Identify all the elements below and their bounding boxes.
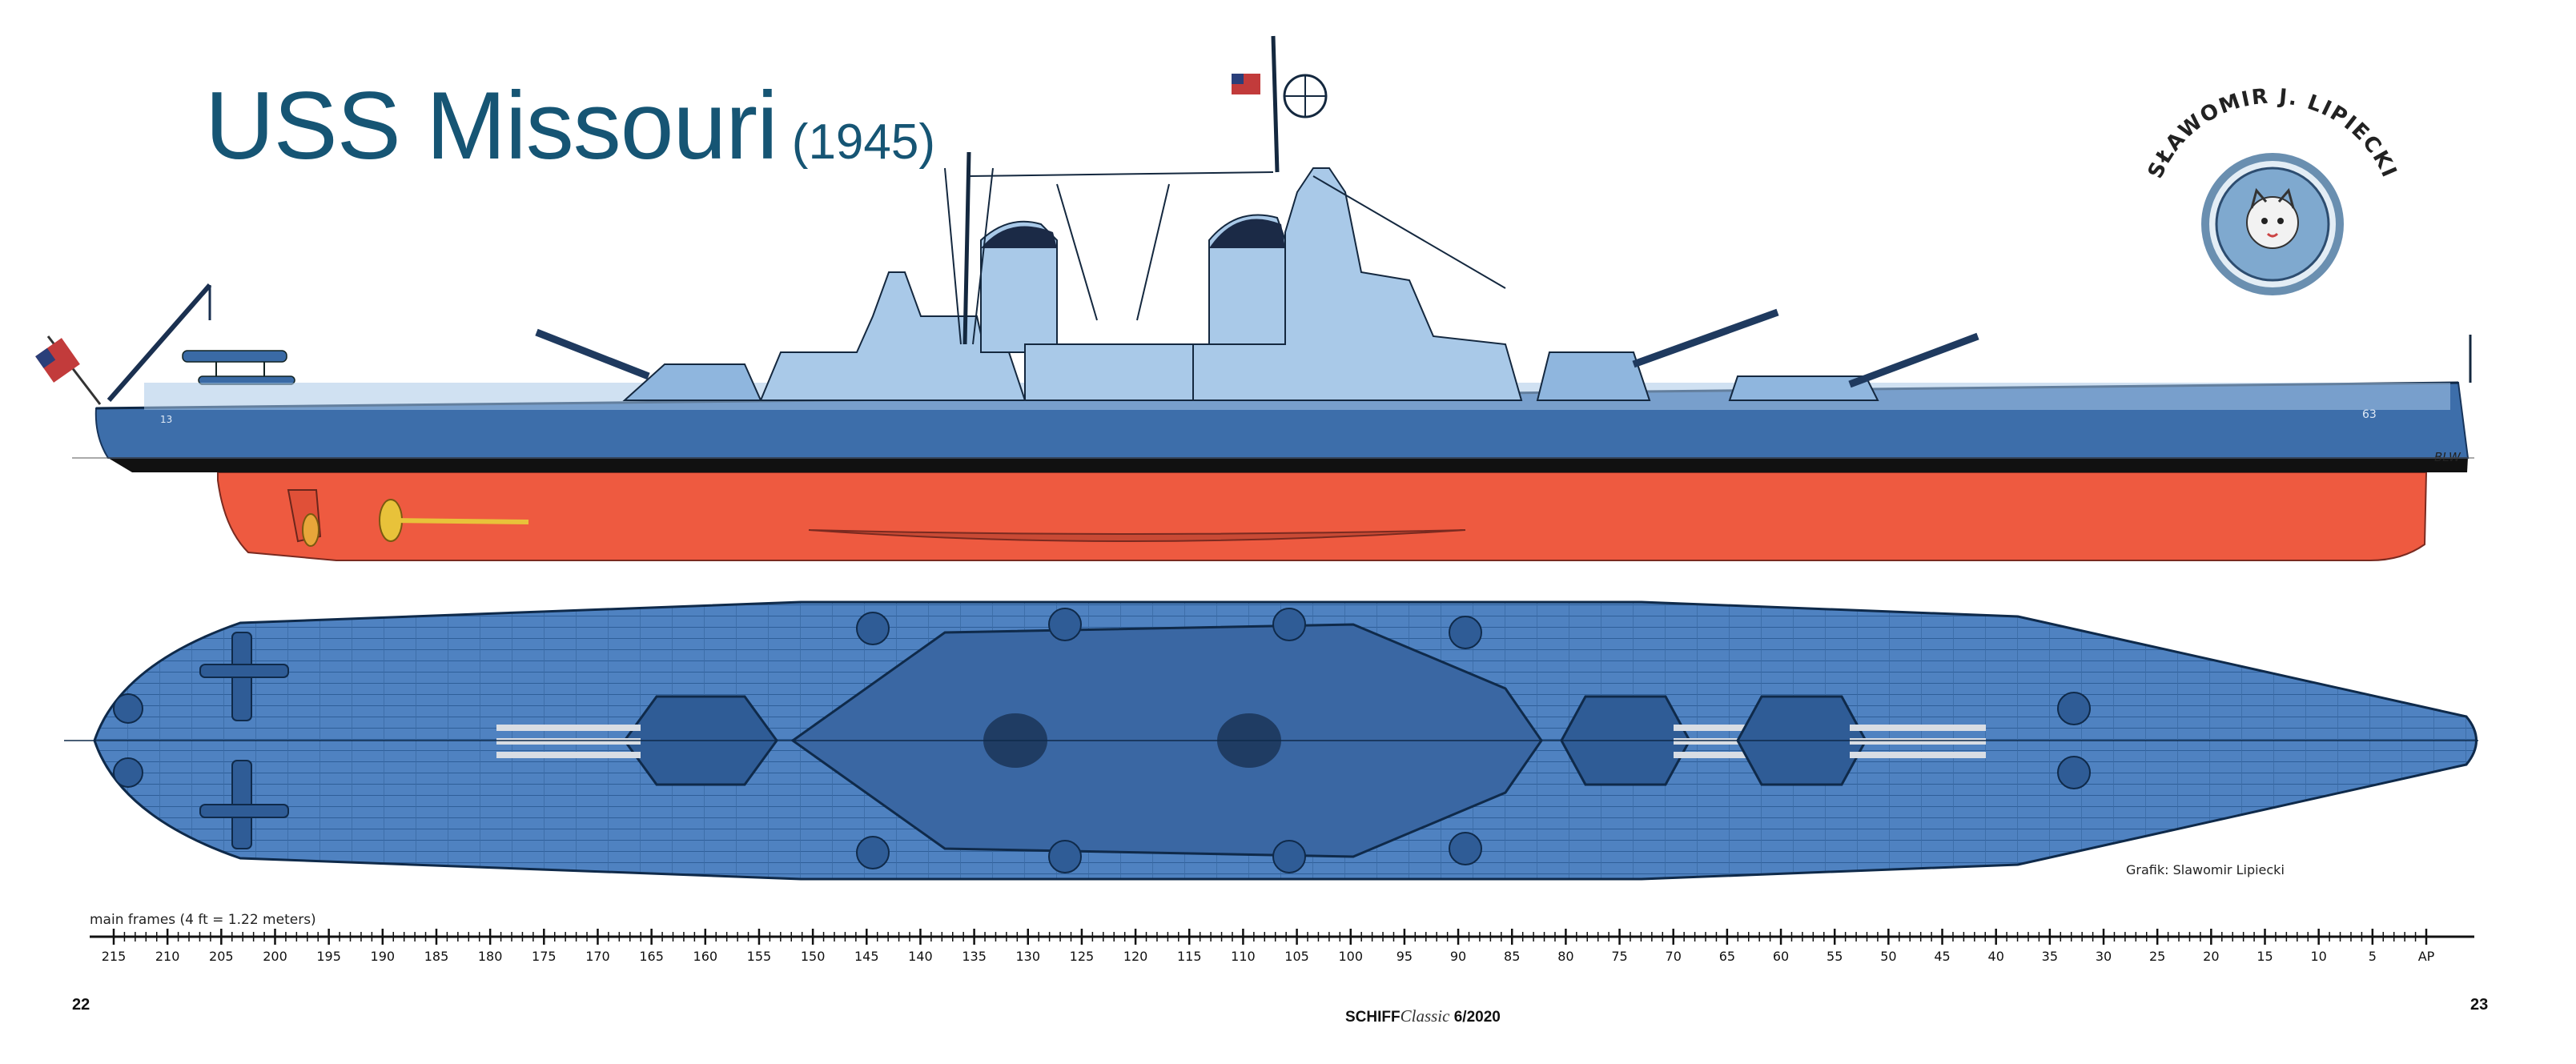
scale-tick-label: 45 <box>1934 949 1950 964</box>
scale-tick-label: 95 <box>1397 949 1413 964</box>
scale-tick-label: 125 <box>1070 949 1095 964</box>
magazine-footer: SCHIFFClassic 6/2020 <box>1345 1006 1501 1026</box>
scale-tick-label: 155 <box>747 949 772 964</box>
scale-tick-label: AP <box>2418 949 2435 964</box>
scale-tick-label: 35 <box>2042 949 2058 964</box>
scale-tick-label: 140 <box>908 949 933 964</box>
scale-tick-label: 5 <box>2369 949 2377 964</box>
page-number-left: 22 <box>72 996 90 1014</box>
scale-tick-label: 20 <box>2203 949 2219 964</box>
scale-tick-label: 130 <box>1015 949 1040 964</box>
scale-tick-label: 55 <box>1827 949 1843 964</box>
graphic-credit: Grafik: Slawomir Lipiecki <box>2126 862 2285 877</box>
scale-tick-label: 80 <box>1557 949 1573 964</box>
turret-aft <box>535 328 762 401</box>
scale-tick-label: 160 <box>693 949 718 964</box>
scale-tick-label: 40 <box>1988 949 2004 964</box>
scale-tick-label: 185 <box>424 949 449 964</box>
plan-seaplanes <box>199 632 289 849</box>
scale-label: main frames (4 ft = 1.22 meters) <box>90 912 316 928</box>
signature-logo: SŁAWOMIR J. LIPIECKI <box>2144 85 2400 295</box>
scale-tick-label: 200 <box>263 949 287 964</box>
scale-tick-label: 195 <box>316 949 341 964</box>
scale-tick-label: 90 <box>1450 949 1466 964</box>
funnel-forward <box>1208 214 1286 353</box>
hull-number: 63 <box>2362 408 2377 421</box>
scale-tick-label: 180 <box>478 949 503 964</box>
scale-tick-label: 170 <box>585 949 610 964</box>
turret-forward-1 <box>1728 332 1979 401</box>
stern-mark: 13 <box>160 414 172 425</box>
scale-tick-label: 210 <box>155 949 180 964</box>
magazine-italic: Classic <box>1400 1006 1450 1026</box>
boot-top <box>108 458 2468 472</box>
scale-tick-label: 115 <box>1177 949 1202 964</box>
scale-tick-label: 205 <box>209 949 234 964</box>
scale-tick-label: 110 <box>1231 949 1256 964</box>
scale-tick-label: 60 <box>1773 949 1789 964</box>
aft-superstructure <box>759 271 1027 401</box>
scale-tick-label: 190 <box>371 949 396 964</box>
magazine-prefix: SCHIFF <box>1345 1009 1401 1026</box>
hull-lower <box>217 472 2428 561</box>
side-profile: 63 13 BLW <box>35 35 2474 561</box>
scale-tick-label: 50 <box>1880 949 1896 964</box>
scale-tick-label: 100 <box>1338 949 1363 964</box>
scale-tick-label: 215 <box>102 949 127 964</box>
seaplane <box>182 350 295 385</box>
scale-tick-label: 70 <box>1666 949 1682 964</box>
scale-tick-label: 120 <box>1123 949 1148 964</box>
scale-tick-label: 10 <box>2310 949 2326 964</box>
waterline-label: BLW <box>2434 450 2461 464</box>
scale-tick-label: 145 <box>854 949 879 964</box>
scale-tick-label: 15 <box>2257 949 2273 964</box>
scale-tick-label: 75 <box>1611 949 1627 964</box>
ship-name: USS Missouri <box>205 72 778 179</box>
scale-tick-label: 150 <box>801 949 826 964</box>
mast-flag-icon <box>1232 74 1260 94</box>
scale-tick-label: 25 <box>2149 949 2165 964</box>
scale-tick-label: 65 <box>1719 949 1735 964</box>
scale-tick-label: 85 <box>1504 949 1520 964</box>
bilge-keel <box>808 529 1466 542</box>
bridge-tower <box>1192 167 1523 401</box>
plan-view <box>64 600 2478 881</box>
page-number-right: 23 <box>2470 996 2489 1014</box>
scale-tick-label: 175 <box>532 949 557 964</box>
magazine-issue: 6/2020 <box>1453 1009 1501 1026</box>
turret-forward-2 <box>1536 308 1779 401</box>
scale-tick-label: 165 <box>639 949 664 964</box>
scale-tick-label: 30 <box>2096 949 2112 964</box>
stern-flag-icon <box>35 335 102 405</box>
scale-tick-label: 135 <box>962 949 987 964</box>
ship-year: (1945) <box>791 114 936 170</box>
scale-tick-label: 105 <box>1284 949 1309 964</box>
page-title: USS Missouri(1945) <box>205 70 935 181</box>
